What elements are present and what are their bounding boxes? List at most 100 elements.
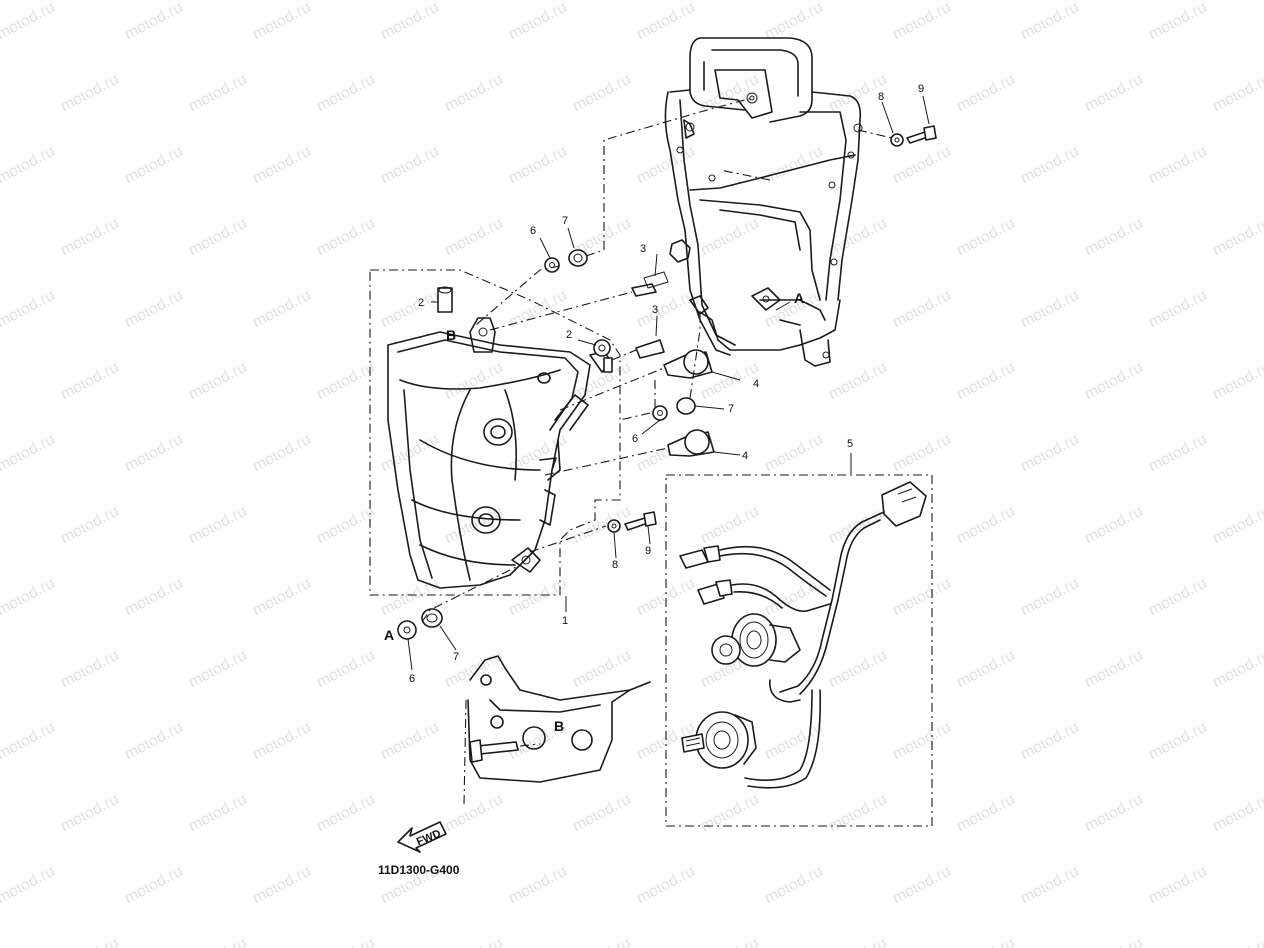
watermark-text: motod.ru [890,287,954,332]
watermark-text: motod.ru [0,287,58,332]
watermark-text: motod.ru [442,647,506,692]
callout-2-right: 2 [566,329,572,341]
watermark-text: motod.ru [506,143,570,188]
headlight-assembly [369,269,621,596]
watermark-text: motod.ru [186,71,250,116]
watermark-text: motod.ru [762,0,826,44]
callout-5: 5 [847,438,853,450]
watermark-text: motod.ru [378,143,442,188]
watermark-text: motod.ru [890,719,954,764]
watermark-text: motod.ru [954,503,1018,548]
watermark-text: motod.ru [634,143,698,188]
watermark-text: motod.ru [1210,791,1264,836]
watermark-text: motod.ru [122,863,186,908]
watermark-text: motod.ru [826,359,890,404]
callout-1: 1 [562,615,568,627]
callout-9-lower: 9 [645,545,651,557]
watermark-text: motod.ru [570,791,634,836]
watermark-text: motod.ru [954,647,1018,692]
watermark-text: motod.ru [314,935,378,948]
watermark-text: motod.ru [122,575,186,620]
watermark-text: motod.ru [1082,215,1146,260]
watermark-text: motod.ru [1146,143,1210,188]
watermark-text: motod.ru [250,287,314,332]
callout-4-upper: 4 [753,378,759,390]
watermark-text: motod.ru [314,647,378,692]
watermark-text: motod.ru [698,215,762,260]
watermark-text: motod.ru [186,791,250,836]
watermark-text: motod.ru [890,431,954,476]
watermark-text: motod.ru [314,359,378,404]
watermark-text: motod.ru [442,935,506,948]
watermark-text: motod.ru [0,863,58,908]
watermark-text: motod.ru [0,143,58,188]
watermark-text: motod.ru [1146,863,1210,908]
watermark-text: motod.ru [1146,0,1210,44]
watermark-text: motod.ru [442,791,506,836]
wire-harness-group [665,474,933,827]
watermark-text: motod.ru [58,359,122,404]
callout-8-top: 8 [878,91,884,103]
watermark-text: motod.ru [890,863,954,908]
watermark-text: motod.ru [378,719,442,764]
callout-2-left: 2 [418,297,424,309]
watermark-text: motod.ru [250,575,314,620]
watermark-text: motod.ru [570,359,634,404]
callout-8-lower: 8 [612,559,618,571]
watermark-text: motod.ru [954,215,1018,260]
headlight-stay-bracket [664,37,863,367]
watermark-text: motod.ru [506,863,570,908]
fwd-arrow-icon: FWD [397,821,447,853]
watermark-text: motod.ru [250,431,314,476]
watermark-text: motod.ru [762,431,826,476]
watermark-text: motod.ru [1082,503,1146,548]
watermark-text: motod.ru [1018,575,1082,620]
watermark-text: motod.ru [122,143,186,188]
watermark-text: motod.ru [1018,287,1082,332]
callout-7-top: 7 [562,215,568,227]
reference-letters: A A B B [384,290,804,734]
watermark-text: motod.ru [954,935,1018,948]
watermark-text: motod.ru [314,215,378,260]
callout-7-bottom: 7 [453,651,459,663]
watermark-text: motod.ru [1210,71,1264,116]
watermark-text: motod.ru [58,215,122,260]
watermark-text: motod.ru [1146,719,1210,764]
watermark-text: motod.ru [314,503,378,548]
watermark-text: motod.ru [1082,71,1146,116]
watermark-text: motod.ru [570,71,634,116]
watermark-text: motod.ru [762,575,826,620]
watermark-text: motod.ru [570,503,634,548]
watermark-text: motod.ru [826,647,890,692]
callout-3-upper: 3 [640,243,646,255]
watermark-text: motod.ru [122,0,186,44]
watermark-text: motod.ru [122,719,186,764]
watermark-text: motod.ru [698,791,762,836]
watermark-text: motod.ru [442,359,506,404]
part-code: 11D1300-G400 [378,863,460,877]
watermark-text: motod.ru [442,215,506,260]
watermark-text: motod.ru [122,431,186,476]
watermark-text: motod.ru [250,719,314,764]
watermark-text: motod.ru [634,0,698,44]
watermark-text: motod.ru [762,863,826,908]
watermark-text: motod.ru [250,0,314,44]
watermark-text: motod.ru [1018,863,1082,908]
watermark-text: motod.ru [122,287,186,332]
ref-b-headlight: B [446,327,456,343]
ref-b-bracket: B [554,718,564,734]
callout-9-top: 9 [918,83,924,95]
watermark-text: motod.ru [58,791,122,836]
watermark-text: motod.ru [186,647,250,692]
watermark-text: motod.ru [698,503,762,548]
watermark-text: motod.ru [890,143,954,188]
callout-3-lower: 3 [652,304,658,316]
watermark-text: motod.ru [1210,935,1264,948]
watermark-text: motod.ru [58,503,122,548]
watermark-text: motod.ru [186,503,250,548]
callout-6-top: 6 [530,225,536,237]
front-cowl-bracket [463,655,651,806]
callout-7-mid: 7 [728,403,734,415]
